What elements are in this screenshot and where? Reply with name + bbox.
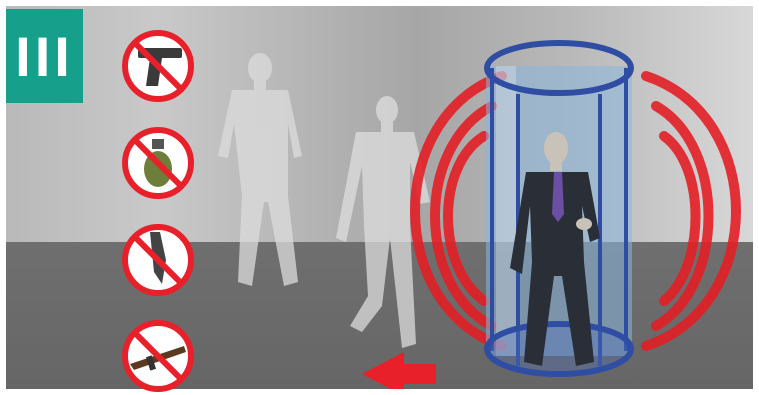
no-rifle-sign: [120, 318, 196, 394]
no-grenade-sign: [120, 125, 196, 201]
badge-label: III: [15, 24, 74, 89]
no-pistol-sign: [120, 28, 196, 104]
exit-arrow-icon: [6, 6, 753, 389]
no-knife-sign: [120, 222, 196, 298]
section-badge: III: [6, 9, 83, 103]
security-scene: [6, 6, 753, 389]
